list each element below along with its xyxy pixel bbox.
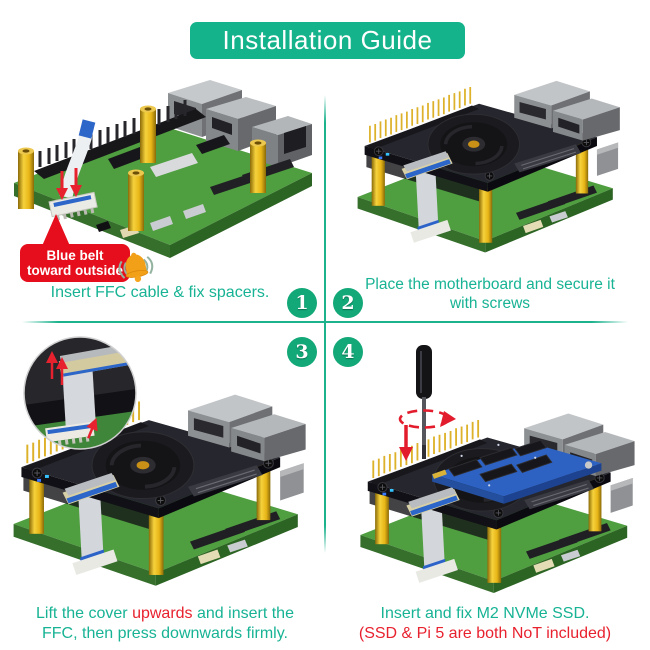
step1-photo: [14, 80, 312, 258]
step3-photo: [11, 336, 308, 588]
up-arrow-icon: [46, 351, 98, 439]
board-chips: [96, 135, 294, 238]
step3-caption-highlight: upwards: [132, 605, 193, 622]
callout-blue-belt: Blue belt toward outside: [20, 244, 131, 283]
step2-photo: [355, 79, 622, 255]
step3-number-badge: 3: [287, 337, 317, 367]
magnifier-inset: [23, 336, 137, 450]
step3-caption: Lift the cover upwards and insert the FF…: [15, 604, 315, 643]
callout-pointer: [42, 214, 70, 246]
rotate-arrow-icon: [398, 409, 456, 429]
ffc-cable: [48, 119, 98, 221]
step2-caption: Place the motherboard and secure it with…: [350, 276, 630, 314]
spacer: [18, 105, 266, 231]
step4-caption-line1: Insert and fix M2 NVMe SSD.: [380, 605, 590, 622]
down-arrow-icon: [399, 425, 413, 461]
step2-number-badge: 2: [333, 288, 363, 318]
down-arrow-icon: [56, 168, 82, 200]
ssd: [432, 439, 602, 504]
bell-icon: [118, 252, 154, 283]
step3-caption-pre: Lift the cover: [36, 605, 133, 622]
callout-line1: Blue belt: [46, 248, 104, 263]
step4-number-badge: 4: [333, 337, 363, 367]
screwdriver: [416, 345, 432, 459]
page-title: Installation Guide: [190, 22, 465, 59]
step4-caption-line2: (SSD & Pi 5 are both NoT included): [358, 624, 612, 642]
step4-caption: Insert and fix M2 NVMe SSD. (SSD & Pi 5 …: [340, 604, 630, 643]
step1-caption: Insert FFC cable & fix spacers.: [30, 283, 290, 303]
step4-photo: [358, 345, 637, 595]
step2-caption-line1: Place the motherboard and secure it: [365, 276, 615, 293]
step3-caption-line2: FFC, then press downwards firmly.: [42, 624, 288, 642]
step3-caption-post: and insert the: [192, 605, 294, 622]
step1-caption-text: Insert FFC cable & fix spacers.: [50, 284, 270, 301]
step2-caption-line2: with screws: [449, 294, 531, 312]
vertical-divider: [324, 95, 326, 553]
callout-line2: toward outside: [27, 263, 124, 279]
horizontal-divider: [22, 321, 628, 323]
step1-number-badge: 1: [287, 288, 317, 318]
